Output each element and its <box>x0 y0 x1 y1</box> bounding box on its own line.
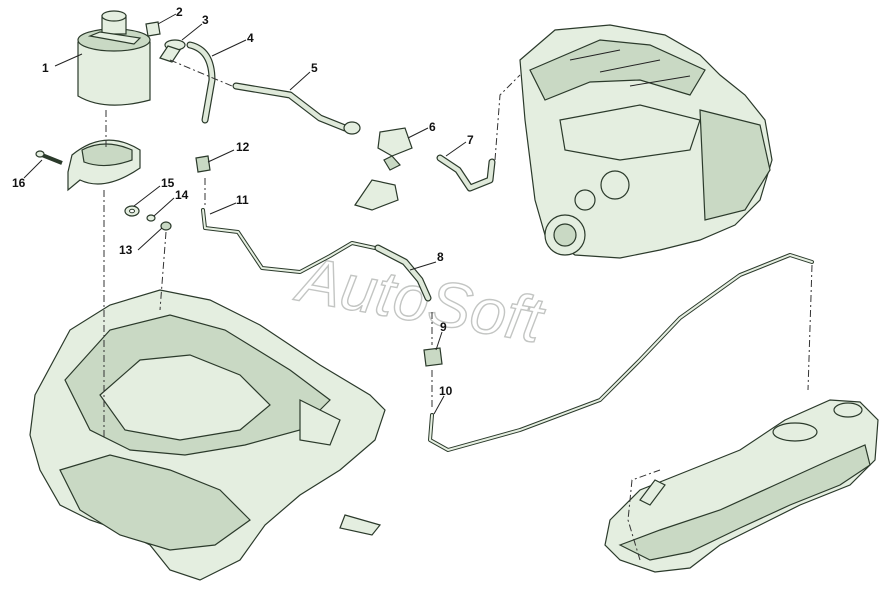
leader-lines <box>23 13 467 415</box>
purge-valve-6 <box>354 127 413 211</box>
tube-11 <box>201 208 377 274</box>
callout-11: 11 <box>236 193 249 207</box>
evap-canister <box>77 10 151 106</box>
hose-4 <box>186 41 216 124</box>
callout-12: 12 <box>236 140 250 154</box>
watermark: AutoSoft <box>289 242 549 357</box>
callout-6: 6 <box>429 120 436 134</box>
clip-12 <box>195 155 211 173</box>
hose-5 <box>232 82 361 135</box>
callout-8: 8 <box>437 250 444 264</box>
callout-3: 3 <box>202 13 209 27</box>
hose-7 <box>436 154 496 192</box>
callout-7: 7 <box>467 133 474 147</box>
clip-9 <box>423 347 443 367</box>
callout-4: 4 <box>247 31 254 45</box>
callout-1: 1 <box>42 61 49 75</box>
canister-mount-bracket <box>67 139 141 192</box>
assembly-guide-lines <box>103 59 813 561</box>
washer-14 <box>146 214 156 222</box>
clip-2 <box>145 21 161 37</box>
callout-labels: 1 2 3 4 5 6 7 8 9 10 11 12 13 14 15 16 <box>12 5 474 398</box>
callout-5: 5 <box>311 61 318 75</box>
callout-13: 13 <box>119 243 133 257</box>
engine-assembly <box>519 24 773 259</box>
bolt-16 <box>35 150 63 165</box>
callout-2: 2 <box>176 5 183 19</box>
nut-13 <box>160 221 172 231</box>
tube-10 <box>428 253 814 452</box>
clamp-3 <box>159 39 186 63</box>
callout-16: 16 <box>12 176 26 190</box>
fuel-tank <box>604 399 879 573</box>
callout-10: 10 <box>439 384 453 398</box>
callout-9: 9 <box>440 320 447 334</box>
vehicle-body-frame <box>29 289 386 581</box>
washer-15 <box>124 205 140 217</box>
hose-8 <box>374 244 432 302</box>
callout-14: 14 <box>175 188 189 202</box>
callout-15: 15 <box>161 176 175 190</box>
